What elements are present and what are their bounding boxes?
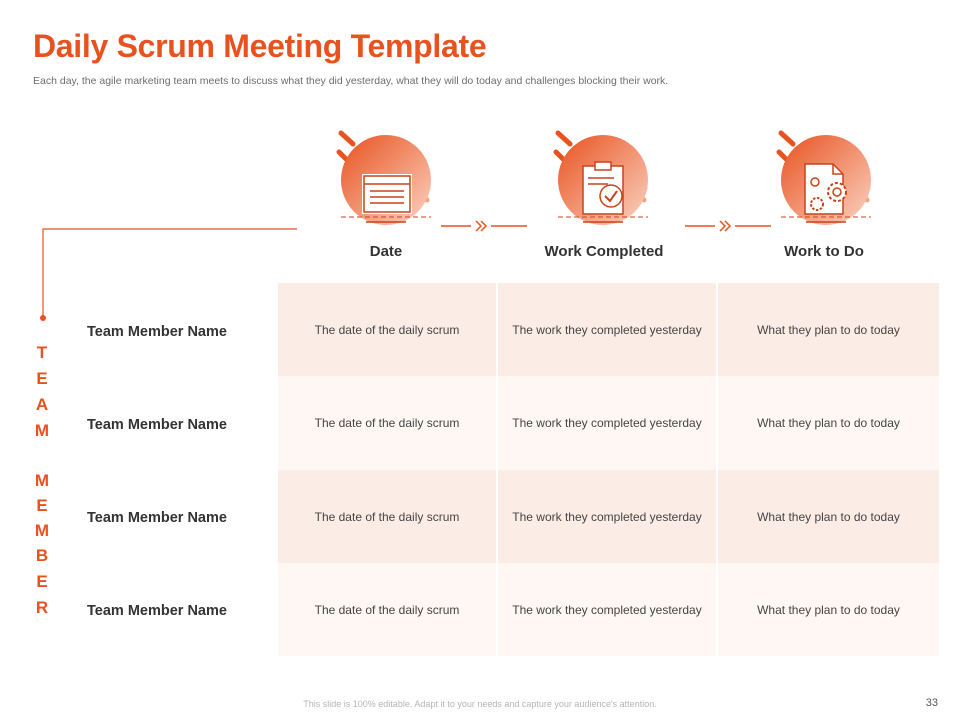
table-cell-work-to-do: What they plan to do today <box>718 470 939 563</box>
side-label-letter: M <box>34 421 50 440</box>
team-member-name: Team Member Name <box>87 510 227 526</box>
scrum-table: The date of the daily scrum The work the… <box>278 283 939 656</box>
table-cell-work-completed: The work they completed yesterday <box>498 470 718 563</box>
team-member-name: Team Member Name <box>87 417 227 433</box>
side-label-letter: T <box>36 343 48 362</box>
table-cell-work-completed: The work they completed yesterday <box>498 283 718 376</box>
table-cell-work-to-do: What they plan to do today <box>718 283 939 376</box>
side-label-letter: E <box>36 572 48 591</box>
table-cell-work-to-do: What they plan to do today <box>718 376 939 470</box>
clipboard-check-icon <box>548 128 658 228</box>
side-label-letter: B <box>35 546 49 565</box>
calendar-icon <box>331 128 441 228</box>
column-header-work-completed: Work Completed <box>544 243 664 260</box>
side-label-letter: M <box>34 471 50 490</box>
table-cell-date: The date of the daily scrum <box>278 470 498 563</box>
page-number: 33 <box>925 697 938 709</box>
side-label-letter: A <box>35 395 49 414</box>
column-header-work-to-do: Work to Do <box>784 243 864 260</box>
table-cell-date: The date of the daily scrum <box>278 283 498 376</box>
document-gears-icon <box>771 128 881 228</box>
slide-footer-note: This slide is 100% editable. Adapt it to… <box>303 699 657 709</box>
side-label-letter: E <box>36 369 48 388</box>
table-cell-date: The date of the daily scrum <box>278 563 498 656</box>
arrow-connector-icon <box>685 219 771 233</box>
team-member-name: Team Member Name <box>87 603 227 619</box>
slide-subtitle: Each day, the agile marketing team meets… <box>33 75 669 87</box>
slide-title: Daily Scrum Meeting Template <box>33 28 487 64</box>
table-cell-work-completed: The work they completed yesterday <box>498 376 718 470</box>
arrow-connector-icon <box>441 219 527 233</box>
side-label-letter: M <box>34 521 50 540</box>
side-label-letter: E <box>36 496 48 515</box>
team-member-name: Team Member Name <box>87 324 227 340</box>
column-header-date: Date <box>369 243 403 260</box>
table-cell-work-completed: The work they completed yesterday <box>498 563 718 656</box>
side-label-letter: R <box>35 598 49 617</box>
table-cell-work-to-do: What they plan to do today <box>718 563 939 656</box>
table-cell-date: The date of the daily scrum <box>278 376 498 470</box>
